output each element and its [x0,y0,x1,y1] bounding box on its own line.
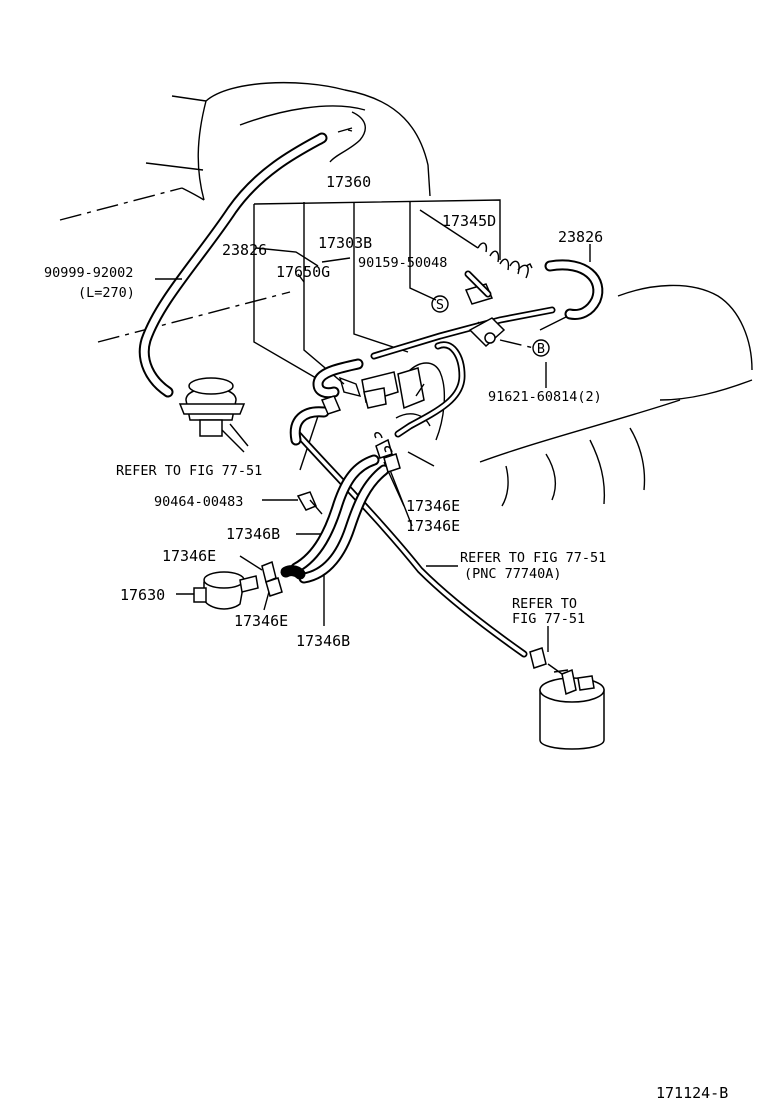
label-17303b[interactable]: 17303B [318,234,372,252]
clips-17346e[interactable] [374,432,393,453]
charcoal-canister[interactable] [529,647,605,750]
marker-b-label: B [537,341,545,357]
label-91621-60814[interactable]: 91621-60814(2) [488,389,602,405]
label-17346b-b[interactable]: 17346B [296,632,350,650]
engine-outline [59,81,753,507]
hose-clamps-17345d[interactable] [477,242,533,279]
marker-b: B [532,339,550,357]
hose-17346b[interactable] [290,438,401,584]
label-17346e-d[interactable]: 17346E [234,612,288,630]
label-23826-right[interactable]: 23826 [558,228,603,246]
label-90999-length: (L=270) [78,285,135,301]
vacuum-valve[interactable] [178,377,249,453]
label-refer-pnc: (PNC 77740A) [464,566,562,582]
label-refer-fig-3b[interactable]: FIG 77-51 [512,611,585,627]
label-17346e-a[interactable]: 17346E [406,497,460,515]
label-17346e-b[interactable]: 17346E [406,517,460,535]
hose-23826-right[interactable] [544,259,604,320]
hose-23826-left[interactable] [312,358,364,399]
diagram-code: 171124-B [656,1084,728,1102]
vsv-17630[interactable] [193,560,306,610]
marker-s: S [431,295,449,313]
vsv-assembly[interactable] [361,270,556,438]
marker-s-label: S [436,297,444,313]
label-23826-left[interactable]: 23826 [222,241,267,259]
label-90159-50048[interactable]: 90159-50048 [358,255,447,271]
label-17346e-c[interactable]: 17346E [162,547,216,565]
label-90464-00483[interactable]: 90464-00483 [154,494,243,510]
hose-to-canister[interactable] [289,395,528,658]
label-17345d[interactable]: 17345D [442,212,496,230]
label-17346b-a[interactable]: 17346B [226,525,280,543]
label-90999-92002[interactable]: 90999-92002 [44,265,133,281]
label-17630[interactable]: 17630 [120,586,165,604]
label-refer-fig-2[interactable]: REFER TO FIG 77-51 [460,550,606,566]
label-refer-fig-3a[interactable]: REFER TO [512,596,577,612]
label-17650g[interactable]: 17650G [276,263,330,281]
clip-90464-00483[interactable] [296,491,323,515]
label-refer-fig-1[interactable]: REFER TO FIG 77-51 [116,463,262,479]
hose-90999-92002[interactable] [138,127,353,398]
label-17360[interactable]: 17360 [326,173,371,191]
